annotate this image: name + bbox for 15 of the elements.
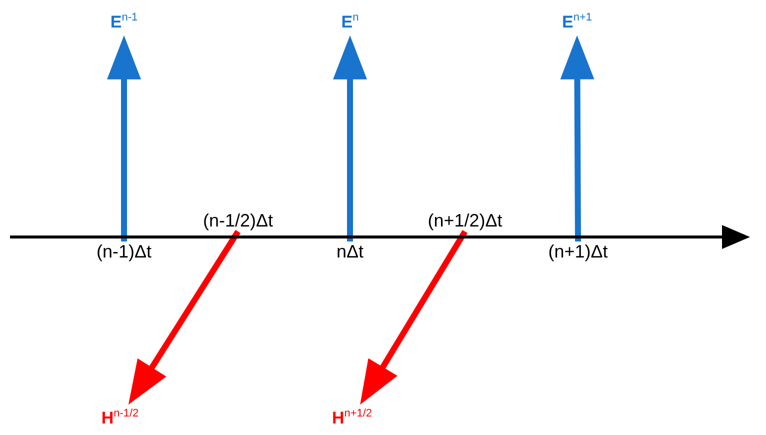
arrow (333, 35, 367, 242)
field-label: E$^{n-1}$ (110, 12, 138, 32)
arrow (107, 35, 141, 242)
time-label: (n-1/2)Δt (202, 210, 274, 232)
time-label: (n-1)Δt (96, 242, 152, 262)
arrow (360, 230, 468, 405)
arrow (560, 35, 594, 242)
time-label: nΔt (336, 242, 364, 262)
arrow (128, 230, 241, 405)
field-label: H$^{n-1/2}$ (101, 408, 139, 428)
field-label: E$^{n+1}$ (562, 12, 592, 32)
field-label: H$^{n+1/2}$ (332, 408, 372, 428)
time-label: (n+1/2)Δt (428, 210, 502, 232)
time-label: (n+1)Δt (548, 242, 608, 262)
field-label: E$^{n}$ (341, 12, 359, 32)
